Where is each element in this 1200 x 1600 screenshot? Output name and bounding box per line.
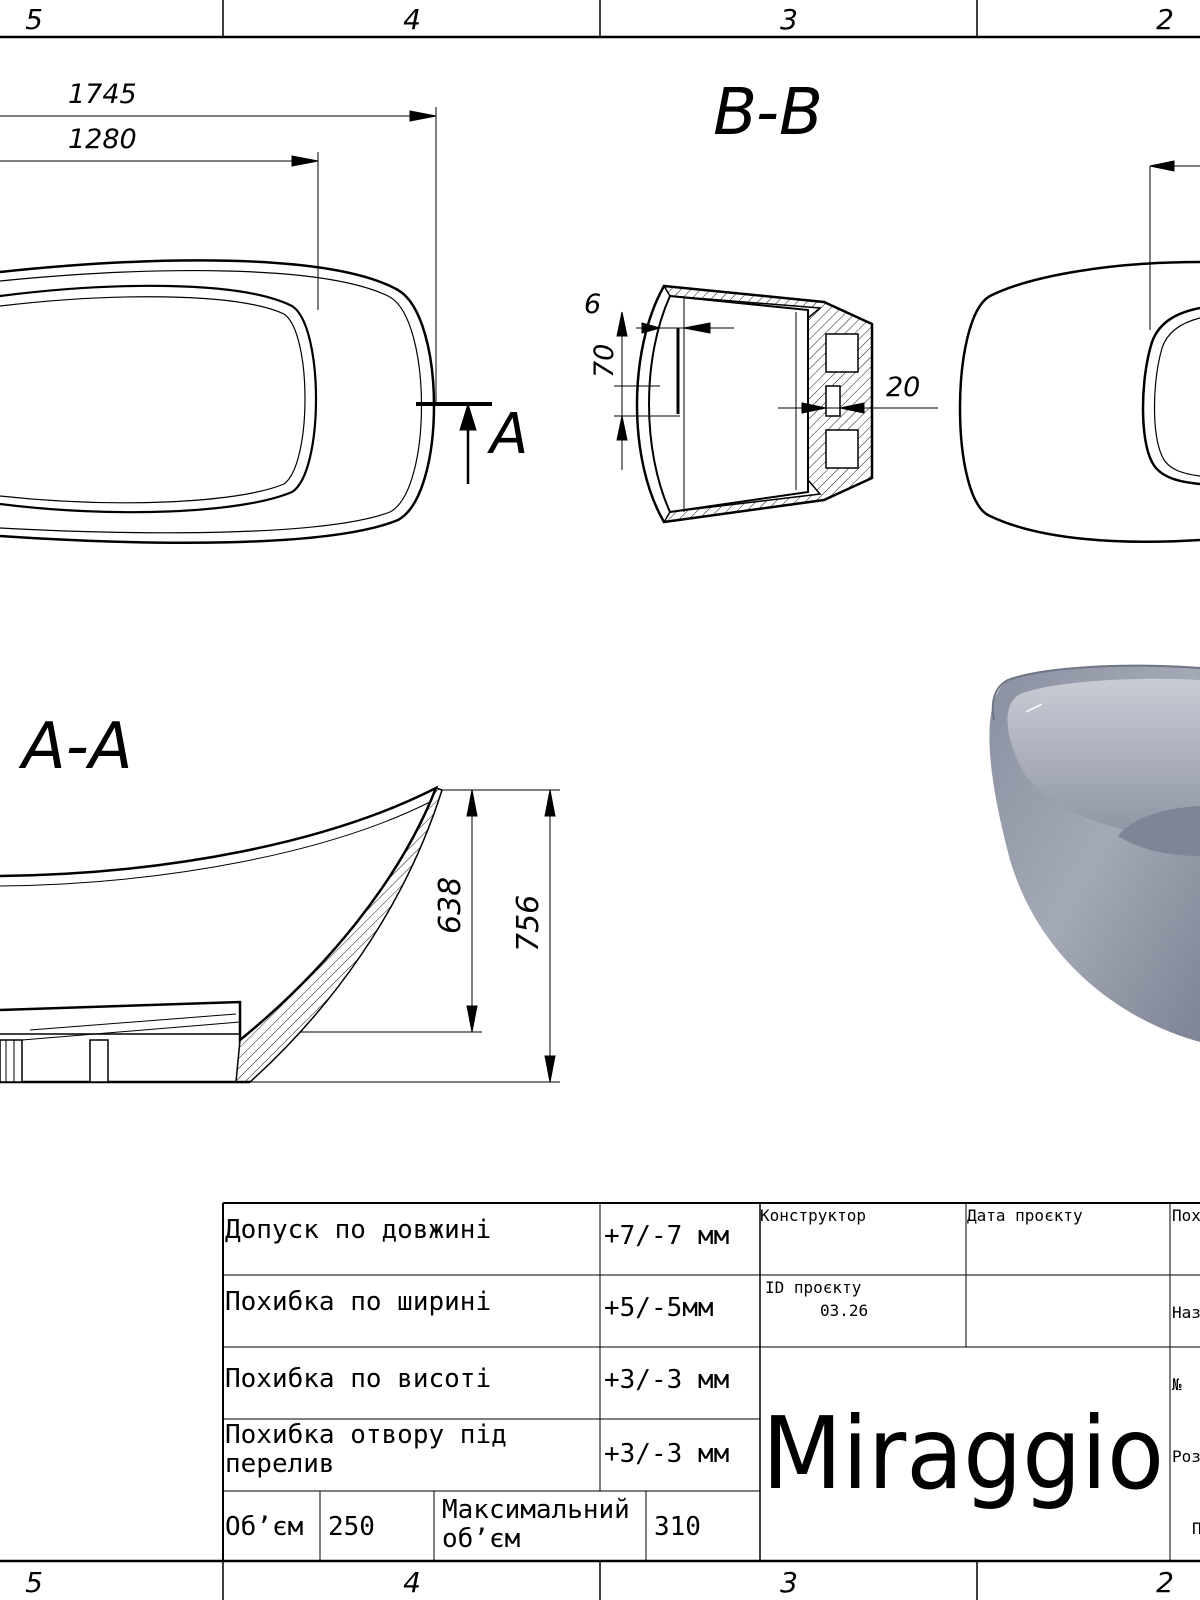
max-volume-label-line2: об’єм <box>442 1524 520 1554</box>
zone-label-bottom-3: 3 <box>780 1566 798 1599</box>
section-a-label: A <box>487 402 528 467</box>
dim-depth-70: 70 <box>589 344 620 378</box>
section-bb-title: B-B <box>713 76 823 150</box>
zone-label-top-2: 2 <box>1156 3 1174 36</box>
zone-label-top-4: 4 <box>403 3 421 36</box>
designer-label: Конструктор <box>760 1206 866 1225</box>
title-block-grid <box>222 1202 1200 1561</box>
max-volume-value: 310 <box>654 1512 701 1542</box>
zone-label-top-3: 3 <box>780 3 798 36</box>
plan-dim-length <box>0 110 437 122</box>
zone-label-bottom-4: 4 <box>403 1566 421 1599</box>
dim-inner-height-638: 638 <box>433 877 468 934</box>
cut-label-3: № <box>1172 1375 1182 1394</box>
plan-dim-inner-length <box>0 155 319 167</box>
tolerance-width-label: Похибка по ширині <box>225 1287 491 1317</box>
brand-logo-text: Miraggio <box>762 1395 1164 1512</box>
section-aa-view <box>0 785 560 1084</box>
tolerance-overflow-label-line1: Похибка отвору під <box>225 1420 507 1450</box>
tolerance-height-value: +3/-3 мм <box>604 1365 729 1395</box>
bathtub-3d-render <box>989 664 1200 1042</box>
dim-inner-length-1280: 1280 <box>68 124 137 155</box>
zone-label-top-5: 5 <box>25 3 43 36</box>
volume-label: Об’єм <box>225 1512 303 1542</box>
volume-value: 250 <box>328 1512 375 1542</box>
tolerance-overflow-value: +3/-3 мм <box>604 1439 729 1469</box>
project-id-value: 03.26 <box>820 1301 868 1320</box>
cut-label-2: Наз <box>1172 1303 1200 1322</box>
project-date-label: Дата проєкту <box>967 1206 1083 1225</box>
tolerance-height-label: Похибка по висоті <box>225 1364 491 1394</box>
max-volume-label-line1: Максимальний <box>442 1495 630 1525</box>
section-bb-dimensions <box>614 311 938 470</box>
section-aa-title: A-A <box>18 710 133 784</box>
tolerance-length-value: +7/-7 мм <box>604 1221 729 1251</box>
tolerance-width-value: +5/-5мм <box>604 1293 714 1323</box>
section-a-marker <box>416 402 492 484</box>
dim-wall-6: 6 <box>584 289 601 320</box>
dim-drain-20: 20 <box>886 372 920 403</box>
zone-label-bottom-2: 2 <box>1156 1566 1174 1599</box>
plan-view <box>0 107 437 544</box>
cut-label-1: Пох <box>1172 1206 1200 1225</box>
project-id-label: ID проєкту <box>765 1278 862 1297</box>
cut-label-4: Роз <box>1172 1447 1200 1466</box>
dim-outer-height-756: 756 <box>511 895 546 952</box>
tolerance-overflow-label-line2: перелив <box>225 1449 335 1479</box>
section-aa-dimensions <box>466 789 556 1083</box>
zone-label-bottom-5: 5 <box>25 1566 43 1599</box>
cut-label-5: П <box>1192 1519 1200 1538</box>
section-bb-view <box>635 284 874 524</box>
side-view <box>958 160 1200 543</box>
dim-length-1745: 1745 <box>68 79 137 110</box>
tolerance-length-label: Допуск по довжині <box>225 1215 491 1245</box>
